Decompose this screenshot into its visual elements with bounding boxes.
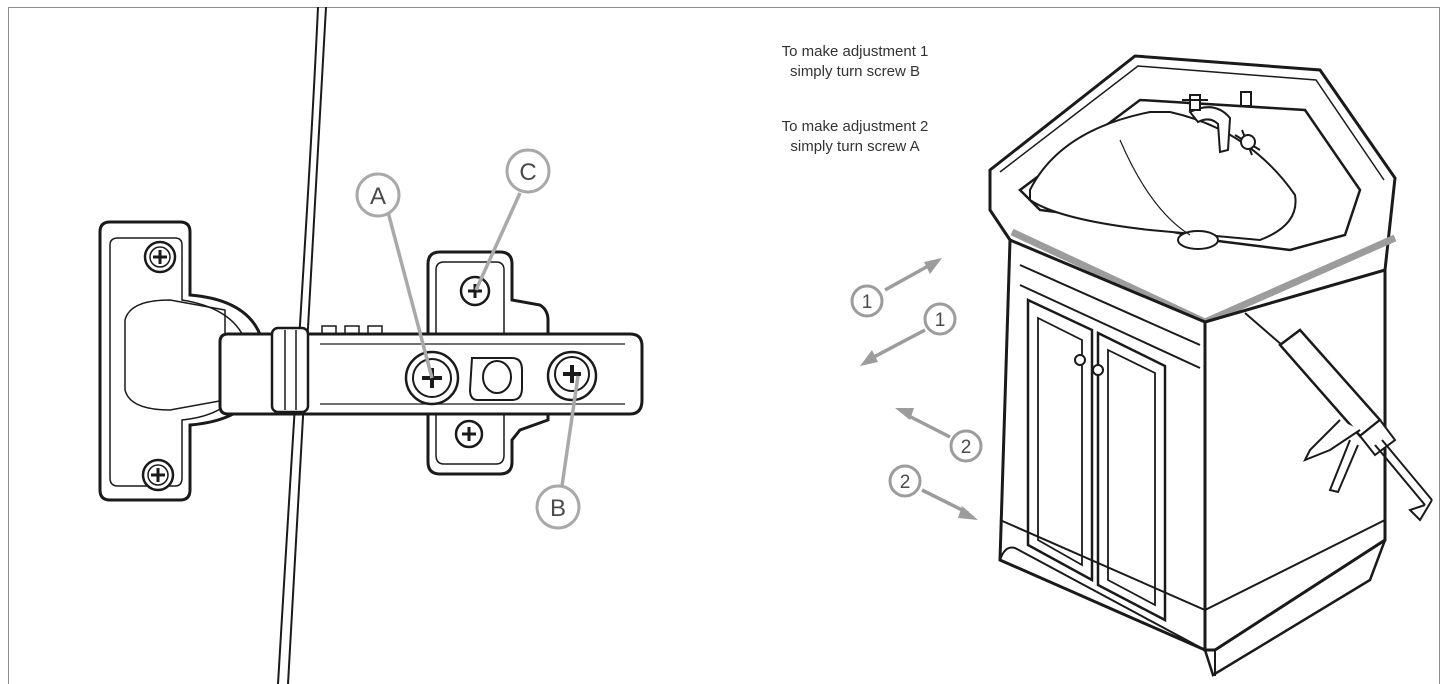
- screw-icon: [143, 240, 177, 274]
- instruction-adjustment-2: To make adjustment 2 simply turn screw A: [750, 117, 960, 157]
- svg-text:C: C: [519, 159, 536, 186]
- door-edge-line-inner: [287, 6, 327, 684]
- callout-leader-c: [474, 192, 522, 291]
- basin-tap: [1182, 91, 1261, 156]
- cabinet-door-right: [1096, 330, 1167, 623]
- svg-text:A: A: [370, 183, 386, 210]
- svg-text:1: 1: [935, 310, 946, 331]
- instruction-line: simply turn screw A: [790, 138, 920, 155]
- callout-c: C: [505, 148, 551, 194]
- screw-icon: [454, 419, 484, 449]
- silicone-gun-icon: [1244, 312, 1433, 522]
- cabinet-side: [1203, 268, 1387, 652]
- arrow-2-up: 2: [895, 408, 983, 463]
- hinge-cup-plate-inner: [109, 237, 246, 487]
- svg-text:2: 2: [900, 472, 911, 493]
- cabinet-door-left: [1026, 298, 1094, 583]
- callout-b: B: [535, 484, 581, 530]
- instruction-line: To make adjustment 2: [781, 118, 929, 135]
- arrow-1-up: 1: [850, 258, 942, 318]
- callout-leader-b: [560, 375, 580, 487]
- svg-text:B: B: [550, 495, 566, 522]
- instruction-line: simply turn screw B: [789, 63, 921, 80]
- instruction-line: To make adjustment 1: [781, 43, 929, 60]
- arrow-1-down: 1: [860, 302, 957, 366]
- screw-icon: [459, 275, 491, 307]
- svg-text:2: 2: [961, 437, 972, 458]
- door-knob: [1092, 364, 1104, 376]
- svg-text:1: 1: [862, 292, 873, 313]
- instruction-adjustment-1: To make adjustment 1 simply turn screw B: [750, 42, 960, 82]
- screw-icon: [141, 458, 175, 492]
- hinge-cup-plate: [98, 220, 264, 502]
- screw-icon: [546, 350, 598, 402]
- callout-leader-a: [386, 211, 434, 379]
- callout-a: A: [355, 172, 401, 218]
- mounting-plate-inner: [435, 261, 505, 465]
- door-edge-line: [277, 6, 319, 684]
- basin-waste: [1177, 230, 1219, 250]
- arrow-2-down: 2: [888, 464, 978, 520]
- hinge-knuckle: [270, 326, 310, 414]
- door-knob: [1074, 354, 1086, 366]
